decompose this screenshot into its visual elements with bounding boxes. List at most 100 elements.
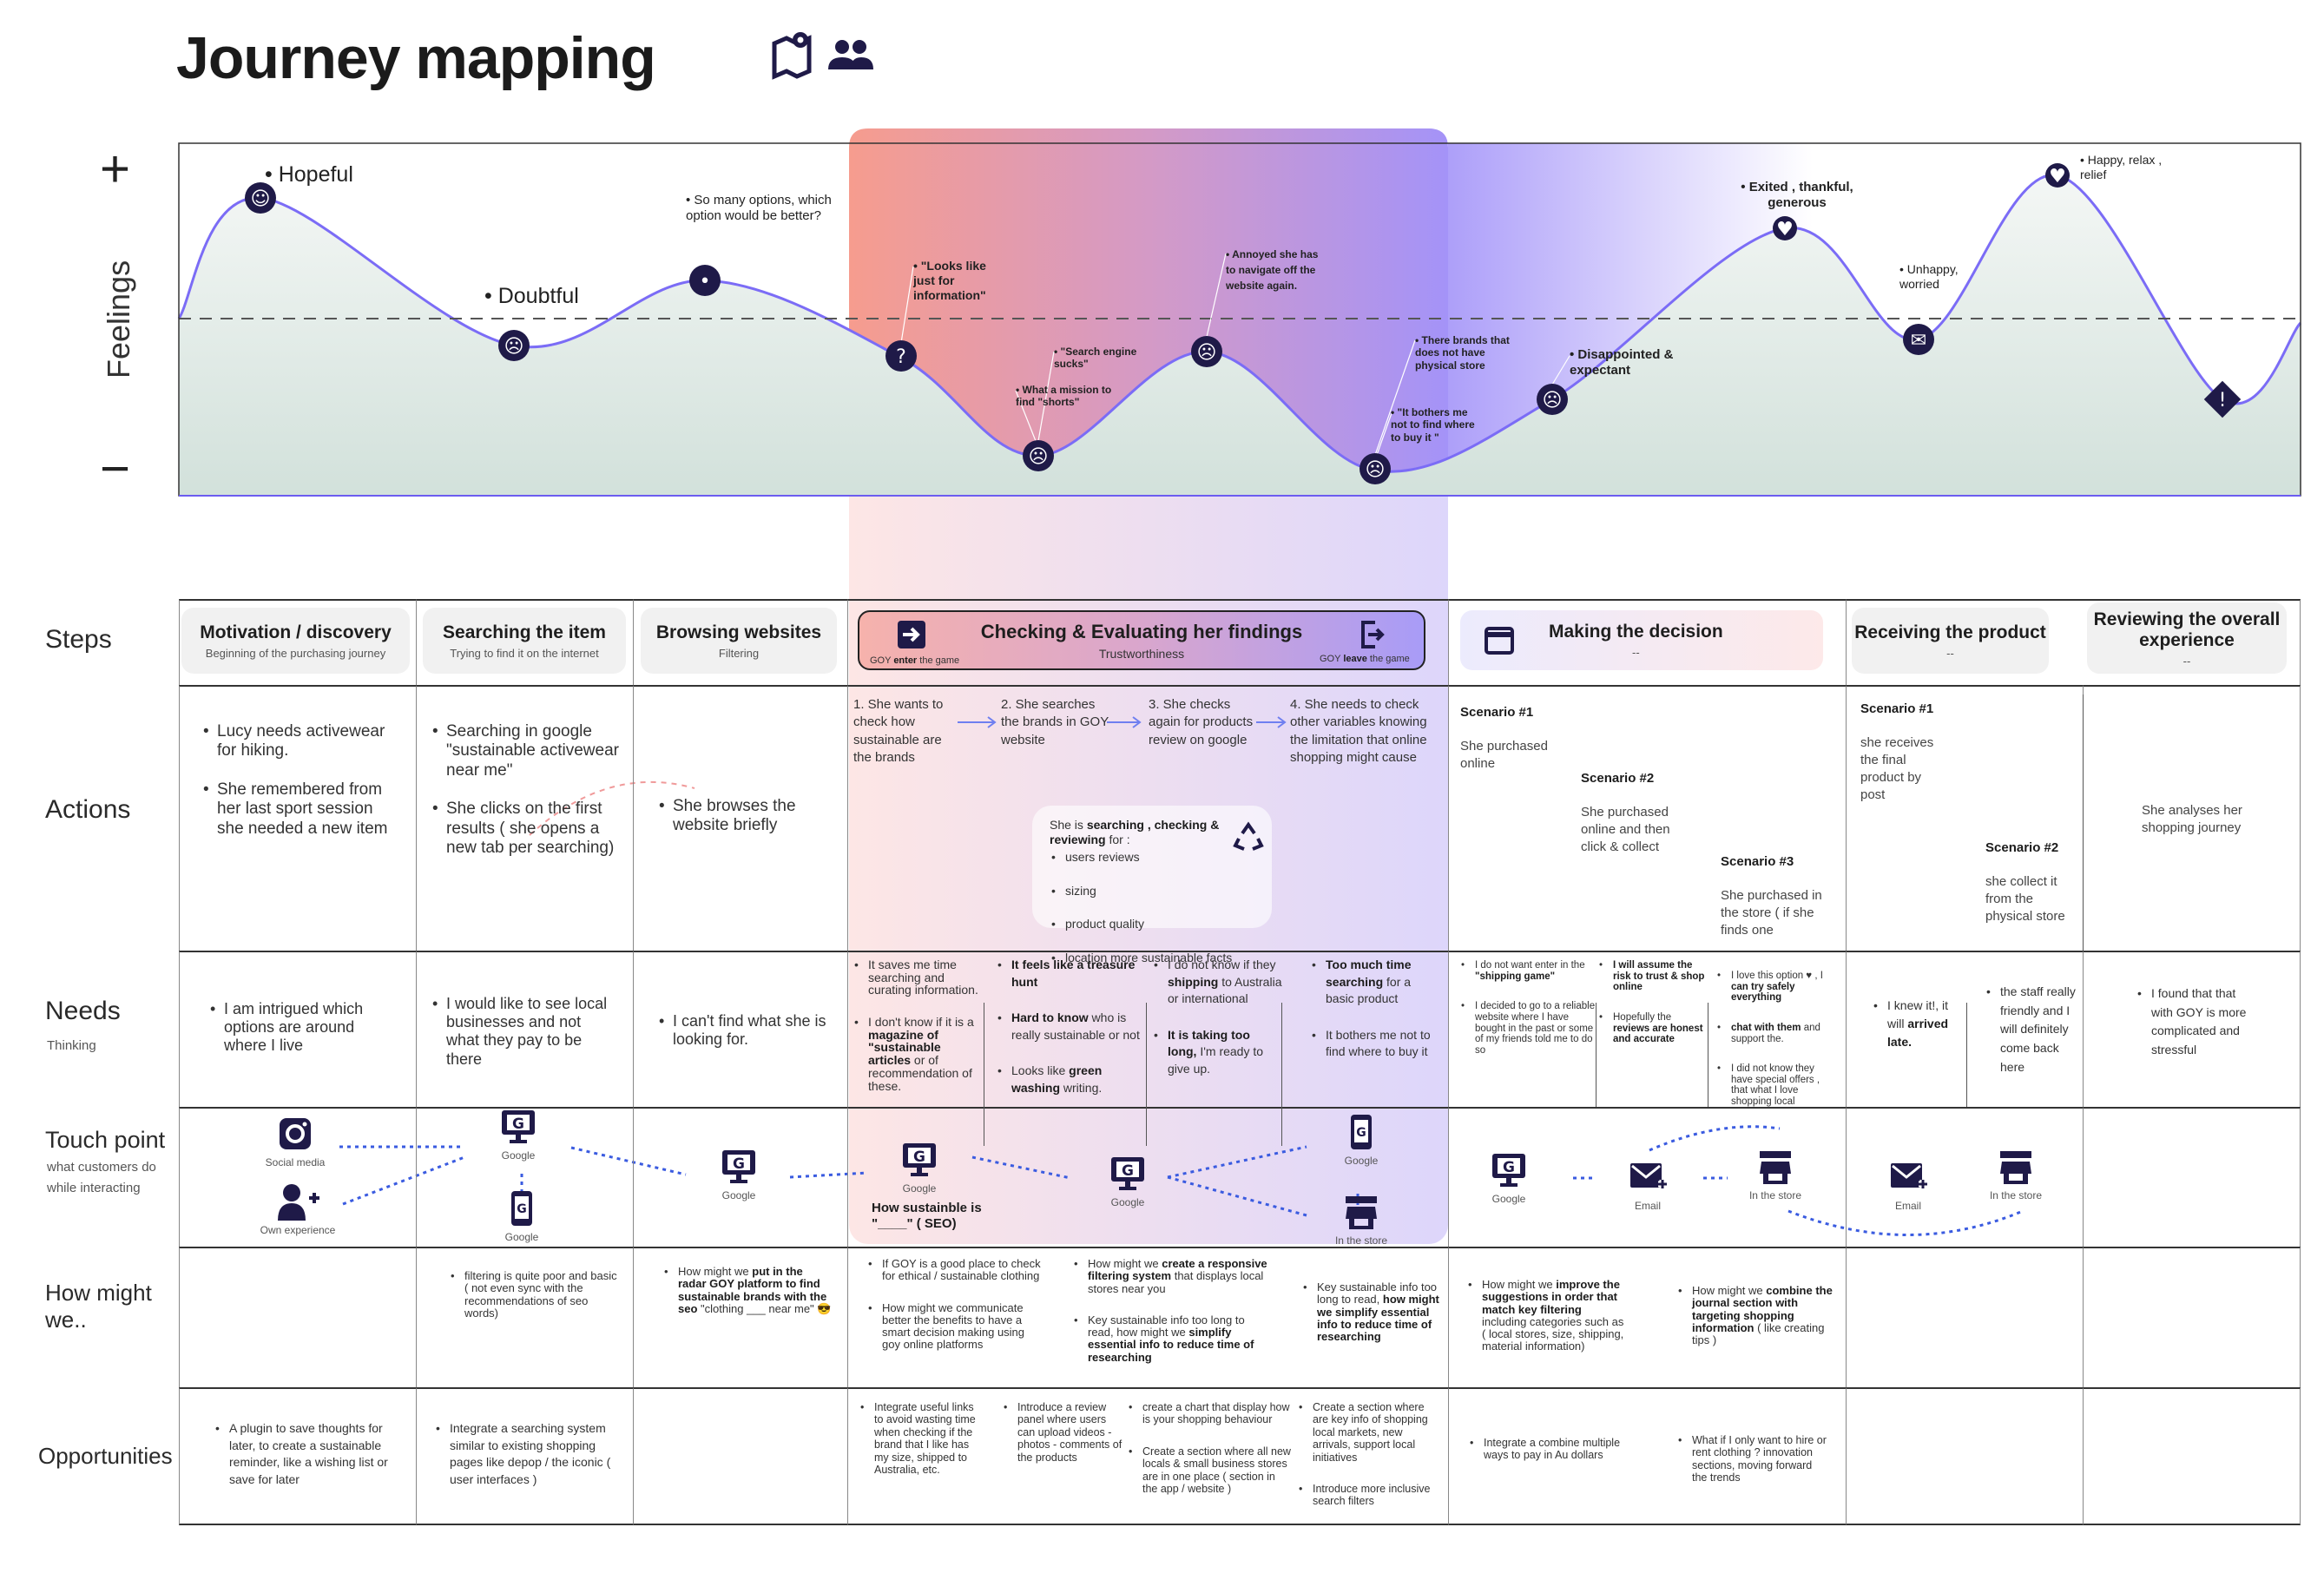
step-title: Checking & Evaluating her findings <box>980 620 1303 642</box>
cell-steps-4 <box>847 599 1448 685</box>
opps-checking-c: create a chart that display how is your … <box>1127 1401 1292 1514</box>
list-item: Integrate useful links to avoid wasting … <box>859 1401 976 1476</box>
cell-how-might-we-1 <box>179 1247 416 1387</box>
actions-browsing: She browses the website briefly <box>657 797 831 855</box>
needs-checking-b: It feels like a treasure huntHard to kno… <box>996 957 1148 1116</box>
step-card-receiving[interactable]: Receiving the product -- <box>1852 608 2049 674</box>
actions-searching: Searching in google "sustainable activew… <box>431 722 622 877</box>
emotion-label: • So many options, which option would be… <box>686 193 832 223</box>
emotion-label: • Happy, relax , relief <box>2080 153 2163 181</box>
store-icon <box>1346 1196 1377 1229</box>
flow-arrow <box>1107 716 1142 728</box>
list-item: Key sustainable info too long to read, h… <box>1072 1313 1267 1364</box>
row-label-actions: Actions <box>45 795 131 824</box>
email-icon <box>1630 1163 1667 1188</box>
cell-opportunities-1 <box>179 1387 416 1525</box>
negative-axis-mark: − <box>100 439 131 497</box>
touch-point-label: Google <box>504 1231 539 1243</box>
leader-line <box>1206 253 1227 338</box>
heart-icon: ♥ <box>1773 216 1797 240</box>
list-item: Hopefully the reviews are honest and acc… <box>1597 1012 1708 1045</box>
list-item: Introduce a review panel where users can… <box>1002 1401 1123 1464</box>
text-segment: and support the. <box>1731 1022 1820 1044</box>
list-item: How might we communicate better the bene… <box>866 1301 1044 1352</box>
emotion-label: • "Search engine sucks" <box>1054 346 1137 371</box>
step-subtitle: Filtering <box>718 646 760 660</box>
text-segment: How might we <box>1692 1284 1767 1297</box>
people-icon <box>828 40 873 69</box>
google-desktop-icon: G <box>722 1150 755 1183</box>
step-subtitle: -- <box>1946 646 1954 660</box>
step-card-decision[interactable]: Making the decision-- <box>1460 610 1823 670</box>
instagram-icon <box>280 1118 311 1149</box>
touch-point-label: In the store <box>1748 1189 1802 1201</box>
store-icon <box>1760 1151 1791 1184</box>
cell-touch-point-5 <box>1448 1107 1846 1247</box>
list-item: Searching in google "sustainable activew… <box>431 722 622 780</box>
touch-point-label: Social media <box>265 1156 326 1168</box>
text-segment: the game <box>917 655 960 666</box>
svg-text:☹: ☹ <box>1543 390 1563 411</box>
opps-decision-b: What if I only want to hire or rent clot… <box>1676 1434 1828 1504</box>
needs-searching: I would like to see local businesses and… <box>431 995 617 1088</box>
touch-point-label: Email <box>1634 1200 1661 1212</box>
list-item: I do not know if they shipping to Austra… <box>1152 957 1282 1008</box>
list-item: How might we combine the journal section… <box>1676 1284 1833 1347</box>
cell-how-might-we-5 <box>1448 1247 1846 1387</box>
list-item: users reviews <box>1050 850 1254 865</box>
step-title: Receiving the product <box>1854 622 2046 642</box>
bold-segment: arrived late. <box>1887 1017 1949 1049</box>
sub-divider <box>1146 1107 1147 1146</box>
text-segment: ( like creating tips ) <box>1692 1320 1825 1347</box>
svg-text:☺: ☺ <box>251 188 271 210</box>
svg-text:✉: ✉ <box>1911 330 1926 352</box>
cell-needs-2 <box>416 951 633 1107</box>
leave-caption: GOY leave the game <box>1320 654 1410 664</box>
svg-text:•: • <box>700 271 711 293</box>
list-item: How might we create a responsive filteri… <box>1072 1257 1267 1295</box>
magnifier-sad-icon: ☹ <box>1023 440 1054 471</box>
feelings-curve <box>177 174 2302 473</box>
text-segment: for : <box>1105 832 1130 846</box>
touch-point-label: In the store <box>1989 1189 2043 1201</box>
list-item: the staff really friendly and I will def… <box>1985 983 2082 1076</box>
enter-icon <box>898 621 925 648</box>
leader-line <box>1037 351 1055 442</box>
touch-point-label: Google <box>501 1149 536 1162</box>
text-segment: including categories such as ( local sto… <box>1482 1314 1624 1353</box>
svg-text:G: G <box>517 1202 527 1216</box>
step-title: Motivation / discovery <box>200 622 392 642</box>
text-segment: who is really sustainable or not <box>1011 1010 1140 1042</box>
svg-text:G: G <box>1356 1126 1366 1140</box>
svg-text:☹: ☹ <box>1029 446 1049 468</box>
touch-point-store: In the store <box>1728 1148 1823 1201</box>
svg-text:G: G <box>913 1149 925 1166</box>
step-subtitle: Trying to find it on the internet <box>450 646 599 660</box>
step-subtitle: Beginning of the purchasing journey <box>205 646 386 660</box>
emotion-label: • What a mission to find "shorts" <box>1016 384 1112 409</box>
needs-decision-c: I love this option ♥ , I can try safely … <box>1715 971 1837 1127</box>
touch-point-google: G Google <box>474 1189 569 1243</box>
cell-opportunities-3 <box>633 1387 847 1525</box>
list-item: Integrate a searching system similar to … <box>434 1420 621 1488</box>
step-title: Making the decision <box>1549 622 1723 642</box>
step-card-reviewing[interactable]: Reviewing the overall experience-- <box>2087 602 2287 674</box>
google-desktop-icon: G <box>1492 1154 1525 1187</box>
list-item: Integrate a combine multiple ways to pay… <box>1468 1437 1624 1462</box>
emotion-label: • There brands that does not have physic… <box>1415 334 1510 372</box>
list-item: It saves me time searching and curating … <box>853 958 983 997</box>
enter-caption: GOY enter the game <box>870 655 959 666</box>
add-person-icon <box>278 1184 319 1221</box>
cell-needs-7 <box>2083 951 2301 1107</box>
step-subtitle: Trustworthiness <box>1098 646 1185 661</box>
list-item: I would like to see local businesses and… <box>431 995 617 1069</box>
touch-point-label: Email <box>1894 1200 1921 1212</box>
touch-point-store: In the store <box>1313 1193 1409 1247</box>
